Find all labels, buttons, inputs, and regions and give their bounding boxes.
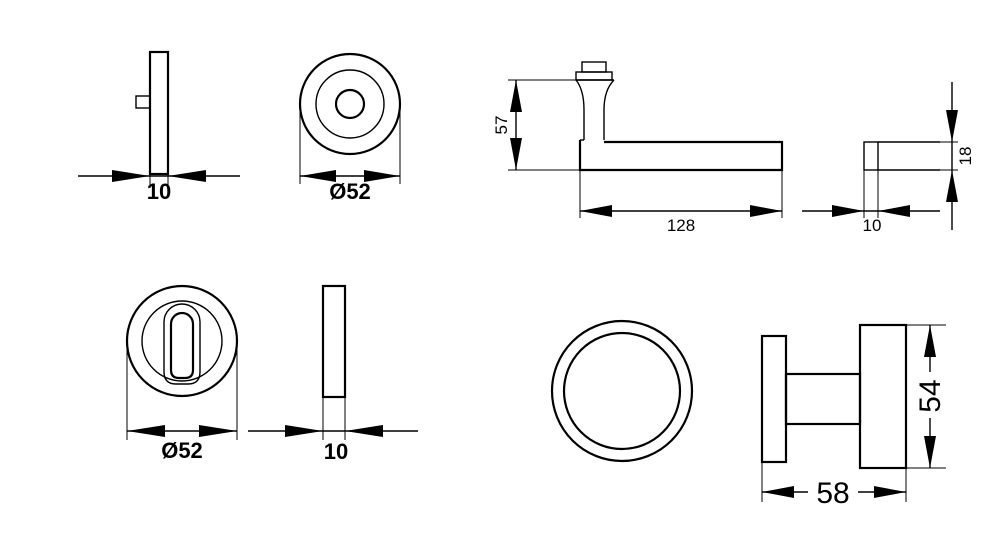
knob-projection-label: 58	[816, 477, 849, 510]
rose-front-view: Ø52	[298, 52, 402, 204]
lever-end-view: 10 18	[802, 82, 975, 235]
rose-side-view: 10	[78, 50, 240, 204]
escutcheon-diameter-label: Ø52	[161, 438, 203, 463]
escutcheon-thickness-label: 10	[324, 439, 348, 464]
lever-end-height-label: 18	[956, 147, 975, 166]
escutcheon-side-view: 10	[248, 284, 418, 464]
knob-diameter-label: 54	[914, 379, 947, 412]
escutcheon-front-view: Ø52	[125, 284, 239, 463]
lever-height-label: 57	[492, 116, 511, 135]
rose-diameter-label: Ø52	[329, 179, 371, 204]
knob-front-view	[550, 319, 694, 463]
lever-handle-view: 57 128	[492, 61, 784, 235]
rose-thickness-label: 10	[147, 179, 171, 204]
lever-end-width-label: 10	[863, 216, 882, 235]
knob-side-view: 54 58	[760, 323, 947, 510]
lever-length-label: 128	[667, 216, 695, 235]
